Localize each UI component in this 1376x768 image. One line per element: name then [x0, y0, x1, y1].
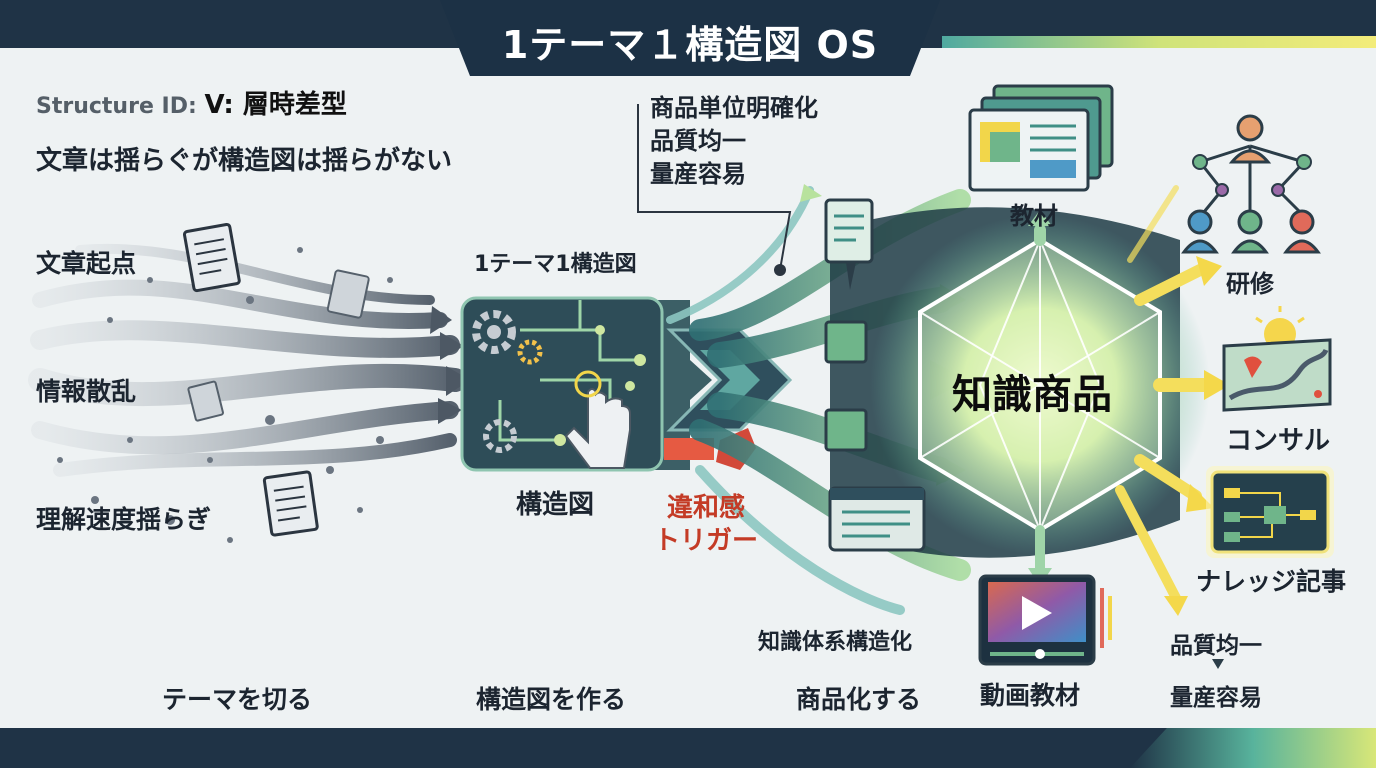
module-block-icon: [824, 320, 868, 364]
bottom-right-mass-production: 量産容易: [1170, 685, 1262, 711]
system-window-icon: [828, 486, 926, 552]
video-player-icon: [978, 574, 1112, 666]
output-rays: [1034, 185, 1213, 603]
structure-id-value: V: 層時差型: [204, 90, 347, 120]
page-title: 1テーマ１構造図 OS: [501, 23, 879, 67]
module-block-icon-2: [824, 408, 868, 452]
left-label-info-scatter: 情報散乱: [36, 377, 137, 406]
training-people-icon: [1181, 114, 1321, 254]
benefits-list: 商品単位明確化 品質均一 量産容易: [650, 92, 818, 191]
flow-arrowheads-grey: [430, 306, 470, 424]
top-accent-strip: [942, 36, 1376, 48]
tagline: 文章は揺らぐが構造図は揺らがない: [36, 146, 453, 176]
output-label-textbook: 教材: [1010, 202, 1058, 230]
theme-diagram-label: 1テーマ1構造図: [474, 252, 637, 277]
structure-id: Structure ID: V: 層時差型: [36, 84, 347, 121]
step-make-diagram: 構造図を作る: [476, 685, 627, 714]
textbook-stack-icon: [968, 84, 1114, 192]
structure-diagram-label: 構造図: [516, 490, 595, 520]
bottom-right-quality: 品質均一: [1170, 633, 1262, 659]
benefits-pointer-dot: [774, 264, 786, 276]
hand-pointer-icon: [564, 370, 631, 469]
left-label-understanding-speed: 理解速度揺らぎ: [36, 505, 212, 534]
benefits-pointer-line: [637, 104, 792, 271]
left-label-text-origin: 文章起点: [36, 249, 137, 278]
trigger-line-1: 違和感: [667, 493, 746, 523]
knowledge-hexagon: [830, 207, 1210, 558]
step-productize: 商品化する: [796, 685, 922, 714]
output-label-training: 研修: [1226, 270, 1274, 298]
structure-diagram-box: [460, 296, 712, 472]
consulting-map-icon: [1222, 306, 1332, 412]
title-tab: [440, 0, 940, 76]
scattered-dots: [57, 247, 393, 543]
down-triangle-icon: [1212, 659, 1224, 669]
structure-id-label: Structure ID:: [36, 94, 197, 119]
output-label-video: 動画教材: [980, 681, 1081, 710]
content-page-icon: [824, 198, 874, 290]
benefit-item: 商品単位明確化: [650, 94, 818, 122]
trigger-line-2: トリガー: [654, 525, 759, 556]
document-icon: [182, 222, 370, 537]
knowledge-system-label: 知識体系構造化: [758, 630, 913, 655]
output-label-consulting: コンサル: [1226, 426, 1331, 456]
benefit-item: 量産容易: [650, 160, 746, 189]
gear-icon: [472, 310, 543, 453]
output-label-article: ナレッジ記事: [1196, 567, 1347, 596]
knowledge-article-icon: [1206, 466, 1334, 558]
discomfort-trigger-label: 違和感 トリガー: [654, 492, 758, 557]
step-cut-theme: テーマを切る: [162, 685, 313, 714]
benefit-item: 品質均一: [650, 127, 746, 156]
scattered-text-streams: [28, 243, 467, 477]
knowledge-product-label: 知識商品: [952, 372, 1112, 418]
bottom-accent-strip: [1130, 728, 1376, 768]
